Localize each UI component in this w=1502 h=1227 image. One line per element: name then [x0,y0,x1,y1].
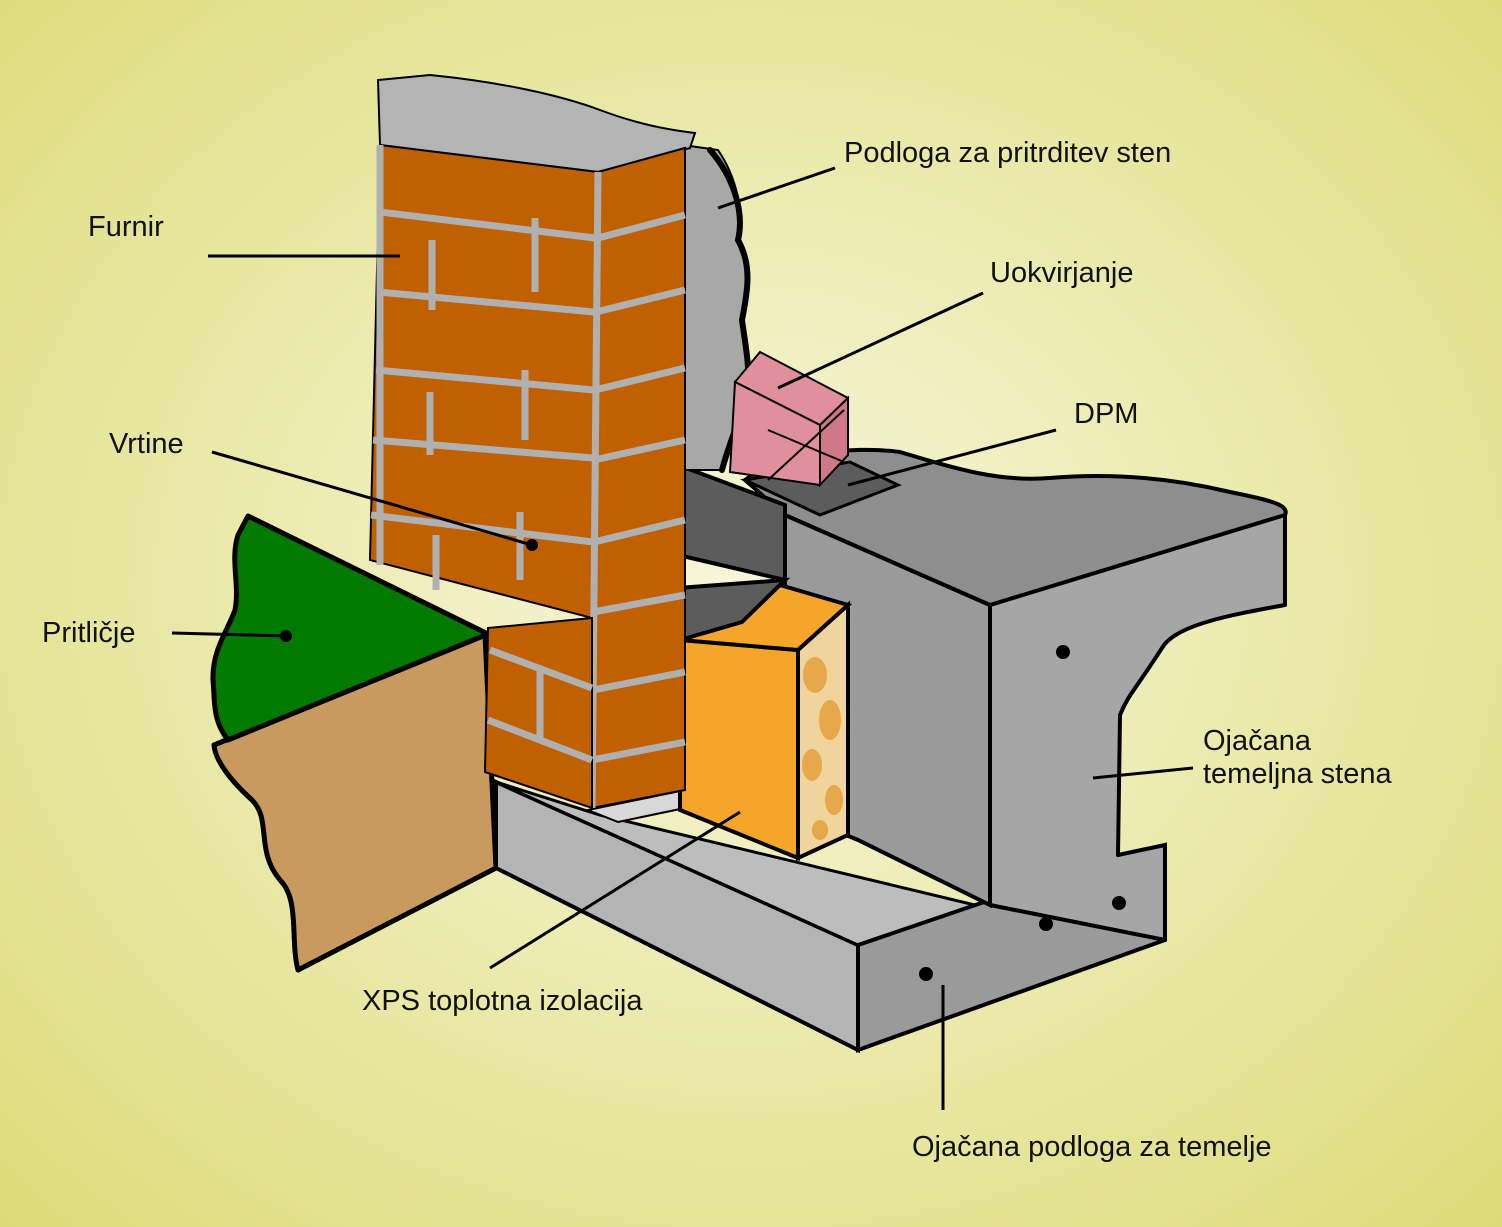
framing-end-cross [767,409,845,481]
xps-texture [802,657,843,840]
label-temeljna-stena: Ojačana temeljna stena [1203,725,1392,791]
grass-surface [210,513,491,743]
framing-end-face [819,395,849,488]
xps-front [678,637,800,861]
brick-face-lower [483,616,594,810]
brick-face-right [588,146,686,810]
brick-cap [376,73,697,174]
label-podloga-sten: Podloga za pritrditev sten [844,137,1172,169]
leader-dots [280,539,538,642]
foundation-wall-side [988,508,1287,942]
label-temeljna-stena-line1: Ojačana [1203,725,1312,757]
label-temeljna-stena-line2: temeljna stena [1203,758,1392,790]
rebar-dots [919,645,1126,981]
label-furnir: Furnir [88,211,164,243]
leader-lines [171,166,1194,1110]
label-dpm: DPM [1074,398,1139,430]
label-uokvirjanje: Uokvirjanje [990,257,1134,289]
brick-face-left [368,143,600,620]
label-pritlicje: Pritličje [42,617,136,649]
label-xps: XPS toplotna izolacija [362,985,643,1017]
label-podloga-temelje: Ojačana podloga za temelje [912,1131,1272,1163]
label-vrtine: Vrtine [109,428,184,460]
